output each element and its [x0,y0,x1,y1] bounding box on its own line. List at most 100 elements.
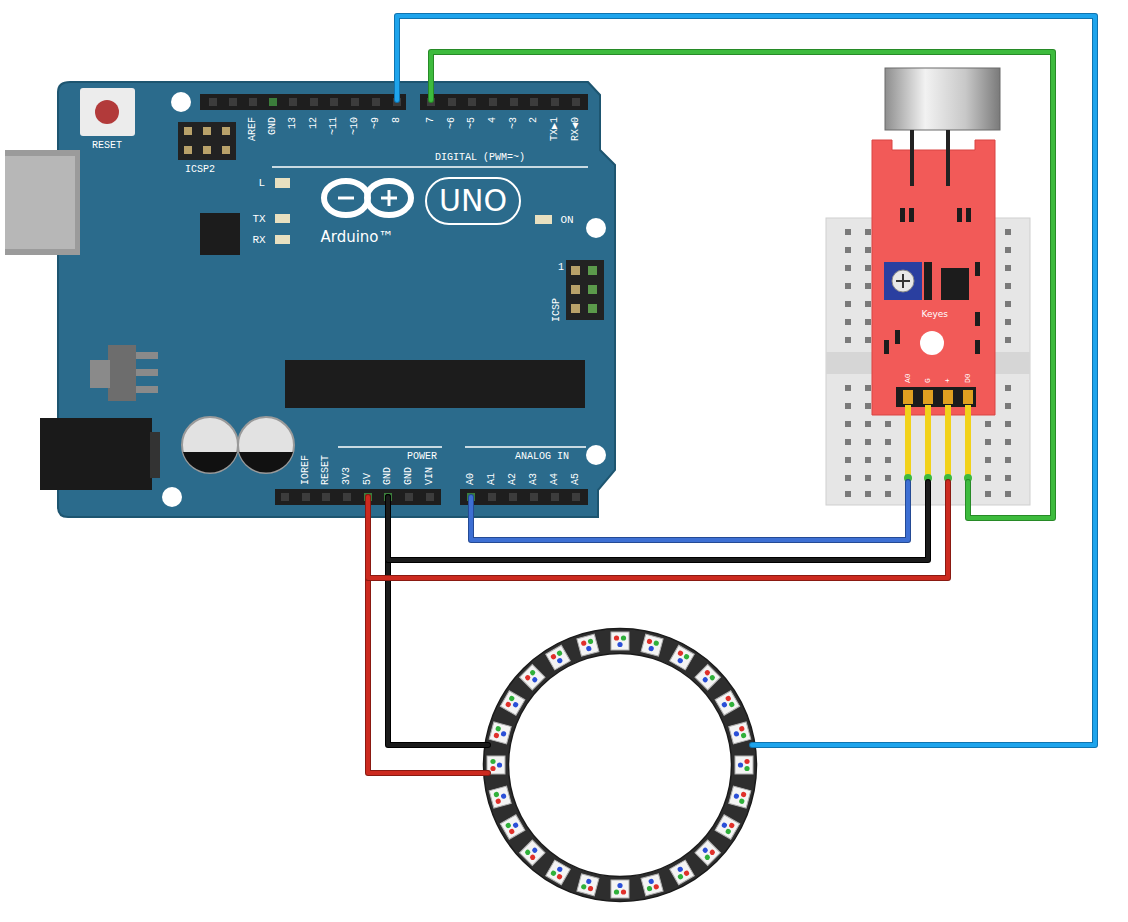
breadboard-hole [845,385,851,391]
rgb-led [715,815,740,840]
pin-label: A5 [571,473,581,485]
analog-header [460,489,588,505]
breadboard-hole [845,283,851,289]
breadboard-hole [845,403,851,409]
wire [388,482,928,560]
pin-label: ~5 [467,117,477,129]
rgb-led [520,840,545,865]
breadboard-hole [1005,457,1011,463]
microphone [885,68,1000,130]
pin-label: IOREF [301,455,311,485]
wire [368,482,948,578]
led-green [677,873,684,880]
power-header [275,489,441,505]
arduino-uno-board: RESETICSP2AREFGND1312~11~10~987~6~54~32T… [58,82,618,518]
rgb-led [489,722,511,744]
led-green [508,695,515,702]
lead-ends [904,474,972,482]
sound-sensor-drawing [868,132,1002,482]
mounting-hole [586,218,606,238]
led-red [529,854,536,861]
wire-outline [368,482,948,578]
led-green [587,638,593,644]
led-green [728,701,735,708]
mounting-hole [586,445,606,465]
led-green [614,889,619,894]
rgb-led [670,645,695,670]
board-label: Keyes [922,310,949,319]
breadboard-hole [1005,337,1011,343]
wire-outline [397,16,1095,745]
mounting-hole [920,331,944,355]
breadboard-hole [885,421,891,427]
breadboard-hole [865,319,871,325]
led-green [621,635,626,640]
led-red [614,635,619,640]
led-red [524,674,531,681]
breadboard-hole [885,491,891,497]
voltage-regulator [108,345,136,401]
smd-components [884,208,980,354]
led-green [739,798,745,804]
led-red [740,791,746,797]
led-red [556,873,563,880]
pin-header-pins [903,390,973,404]
led-body [489,722,511,744]
led-red [508,828,515,835]
led-red [709,849,716,856]
led-green [556,650,563,657]
breadboard-hole [1005,439,1011,445]
breadboard-hole [865,247,871,253]
board-label: Arduino™ [321,230,394,245]
breadboard-hole [845,421,851,427]
led-body [577,874,599,896]
potentiometer-slot [902,274,904,288]
led-body [520,665,545,690]
pin-label: RX◀0 [571,117,581,141]
wire-outline [388,482,928,560]
breadboard-hole [865,229,871,235]
rgb-led [729,786,751,808]
breadboard-hole [865,283,871,289]
led-red [704,669,711,676]
breadboard-hole [865,385,871,391]
breadboard-hole [985,457,991,463]
pin-label: ICSP [552,298,562,322]
led-green [704,854,711,861]
wire-core [368,482,948,578]
pin-label: + [944,378,952,383]
led-body [670,645,695,670]
led-body [611,880,629,898]
pin-label: 12 [309,117,319,129]
rgb-led [611,880,629,898]
breadboard-hole [1005,301,1011,307]
led-blue [702,676,709,683]
led-body [729,786,751,808]
led-blue [512,701,519,708]
led-body [729,722,751,744]
led-green [646,885,652,891]
breadboard-hole [845,457,851,463]
power-jack [40,418,152,490]
pin-label: GND [383,467,393,485]
pin-label: ~9 [371,117,381,129]
led-blue [721,822,728,829]
breadboard-hole [885,439,891,445]
microphone-pin [946,130,950,186]
icsp2-header [178,122,236,160]
board-label: 1 [558,263,564,273]
led-green [529,669,536,676]
led-body [500,691,525,716]
rgb-led [670,860,695,885]
wire-core [431,52,1053,518]
breadboard-hole [865,421,871,427]
breadboard-hole [1005,385,1011,391]
wire-core [471,482,908,540]
icsp-header [566,260,604,320]
breadboard-hole [865,439,871,445]
led-green [709,674,716,681]
breadboard-hole [1005,403,1011,409]
mounting-hole [162,487,182,507]
ring-wires [368,16,1095,773]
